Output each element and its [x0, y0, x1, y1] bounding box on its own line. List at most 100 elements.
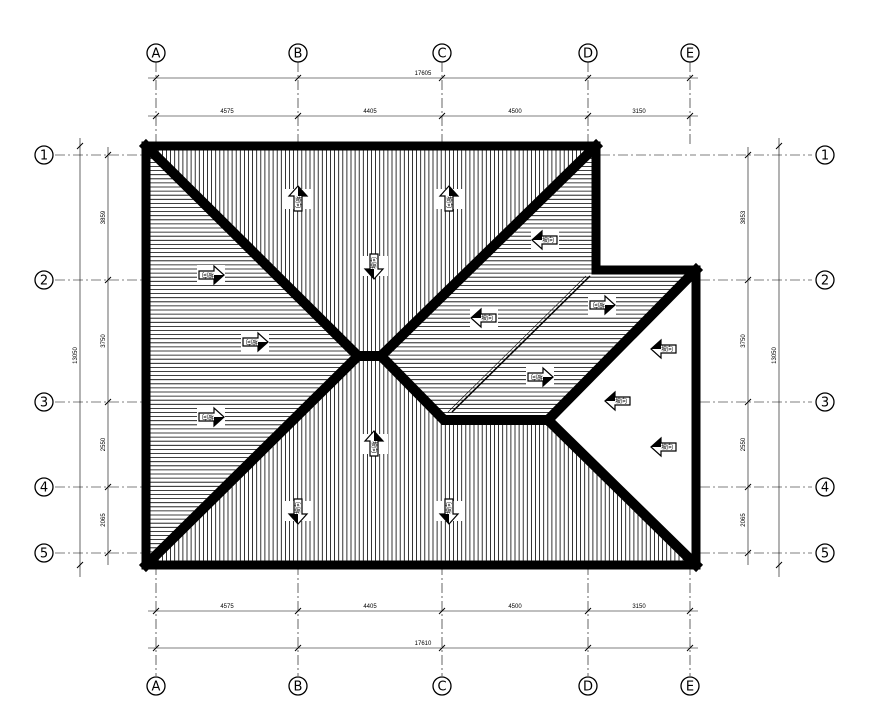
dimension-span-label: 2065	[741, 513, 747, 527]
grid-bubble-label: 4	[821, 481, 829, 496]
grid-bubble-left-4: 4	[34, 477, 54, 497]
grid-bubble-top-E: E	[680, 43, 700, 63]
grid-bubble-label: C	[437, 680, 446, 695]
dimension-tick	[294, 112, 302, 120]
slope-arrow: 坡向	[284, 498, 312, 525]
dimension-tick	[438, 644, 446, 652]
valley-line	[447, 275, 587, 413]
left-total-dimension: 13050	[73, 138, 84, 577]
dimension-total-label: 13050	[73, 346, 79, 363]
grid-bubble-circle	[578, 43, 598, 63]
slope-arrow-head	[214, 275, 224, 284]
dimension-tick	[104, 549, 112, 557]
dimension-span-label: 4405	[363, 109, 377, 115]
slope-arrow: 坡向	[284, 185, 312, 212]
grid-bubble-right-5: 5	[815, 543, 835, 563]
dimension-tick	[152, 644, 160, 652]
dimension-span-label: 4575	[220, 604, 234, 610]
dimension-tick	[438, 74, 446, 82]
grid-bubble-circle	[34, 145, 54, 165]
dimension-span-label: 4500	[508, 604, 522, 610]
dimension-tick	[744, 276, 752, 284]
slope-arrow-head	[214, 417, 224, 426]
grid-bubble-circle	[288, 676, 308, 696]
bottom-total-dimension: 17610	[148, 641, 698, 652]
slope-arrow-label: 坡向	[661, 443, 673, 451]
grid-bubble-bottom-E: E	[680, 676, 700, 696]
grid-bubble-circle	[146, 43, 166, 63]
dimension-tick	[152, 74, 160, 82]
dimension-tick	[686, 74, 694, 82]
slope-arrow: 坡向	[435, 498, 463, 525]
slope-arrow-label: 坡向	[542, 236, 554, 244]
dimension-tick	[104, 276, 112, 284]
grid-bubble-bottom-B: B	[288, 676, 308, 696]
hip-ridge	[138, 138, 366, 364]
grid-bubble-top-A: A	[146, 43, 166, 63]
dimension-tick	[438, 607, 446, 615]
grid-bubble-label: A	[152, 680, 161, 695]
slope-arrow-head	[365, 269, 374, 279]
slope-arrow-label: 坡向	[370, 441, 378, 453]
slope-arrow-label: 坡向	[531, 373, 543, 381]
grid-bubble-left-1: 1	[34, 145, 54, 165]
dimension-tick	[438, 112, 446, 120]
grid-bubble-top-C: C	[432, 43, 452, 63]
dimension-tick	[294, 607, 302, 615]
dimension-span-label: 4405	[363, 604, 377, 610]
bottom-span-dimension: 4575 4405 4500 3150	[148, 604, 698, 615]
grid-bubble-circle	[34, 270, 54, 290]
slope-arrow-label: 坡向	[481, 314, 493, 322]
grid-bubble-circle	[680, 676, 700, 696]
grid-bubble-circle	[432, 676, 452, 696]
dimension-tick	[584, 644, 592, 652]
slope-arrow-head	[374, 431, 383, 441]
dimension-span-label: 3150	[632, 604, 646, 610]
grid-bubble-label: 3	[821, 396, 829, 411]
dimension-tick	[686, 607, 694, 615]
grid-bubble-label: 4	[40, 481, 48, 496]
dimension-tick	[584, 74, 592, 82]
grid-bubble-circle	[578, 676, 598, 696]
grid-bubble-circle	[34, 477, 54, 497]
slope-arrow-head	[289, 514, 298, 524]
hip-ridge	[373, 138, 604, 364]
grid-bubble-right-1: 1	[815, 145, 835, 165]
dimension-total-label: 17605	[415, 71, 432, 77]
right-total-dimension: 13050	[772, 138, 783, 577]
grid-bubble-circle	[815, 477, 835, 497]
slope-arrow-head	[449, 186, 458, 196]
slope-arrow-head	[258, 342, 268, 351]
dimension-tick	[584, 112, 592, 120]
grid-bubble-circle	[432, 43, 452, 63]
grid-bubble-right-3: 3	[815, 392, 835, 412]
grid-bubble-bottom-A: A	[146, 676, 166, 696]
slope-arrow-label: 坡向	[445, 502, 453, 514]
slope-arrows: 坡向坡向坡向坡向坡向坡向坡向坡向坡向坡向坡向坡向坡向坡向坡向坡向	[197, 185, 678, 525]
grid-bubble-label: 2	[821, 274, 829, 289]
dimension-span-label: 3150	[632, 109, 646, 115]
grid-bubble-circle	[288, 43, 308, 63]
slope-arrow-label: 坡向	[661, 345, 673, 353]
slope-arrow: 坡向	[241, 331, 269, 353]
dimension-span-label: 2065	[101, 513, 107, 527]
dimension-tick	[744, 398, 752, 406]
grid-bubble-circle	[815, 145, 835, 165]
dimension-tick	[584, 607, 592, 615]
grid-bubble-circle	[815, 543, 835, 563]
grid-bubble-label: E	[686, 680, 694, 695]
grid-bubble-circle	[34, 543, 54, 563]
dimension-span-label: 3750	[741, 334, 747, 348]
grid-bubble-label: E	[686, 47, 694, 62]
slope-arrow-label: 坡向	[294, 196, 302, 208]
slope-arrow: 坡向	[197, 264, 225, 286]
dimension-span-label: 3750	[101, 334, 107, 348]
grid-bubble-label: B	[294, 47, 303, 62]
dimension-tick	[76, 142, 84, 150]
grid-bubble-circle	[815, 270, 835, 290]
slope-arrow: 坡向	[526, 366, 554, 388]
